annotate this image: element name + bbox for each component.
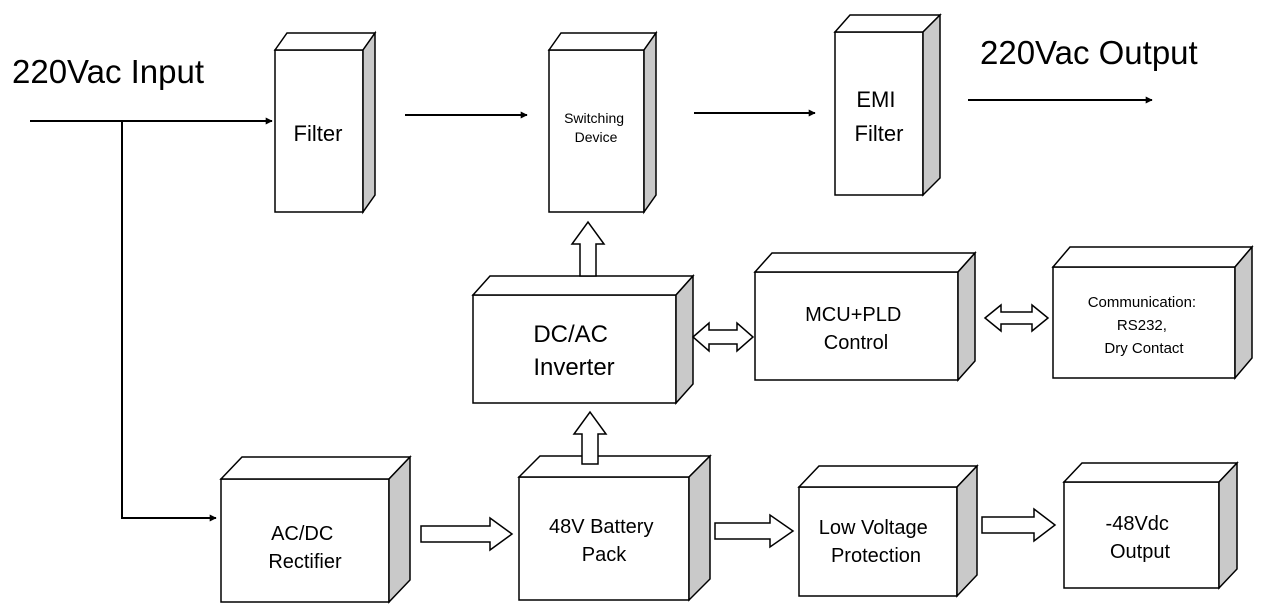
input-label: 220Vac Input <box>12 53 204 90</box>
inverter-mcu-double-hollow-arrow <box>691 321 755 353</box>
filter-label: Filter <box>294 121 343 146</box>
dc-output-label: -48Vdc Output <box>1106 513 1175 563</box>
mcu-comm-double-hollow-arrow <box>983 303 1050 333</box>
emi-filter-block: EMI Filter <box>833 13 942 197</box>
battery-pack-label: 48V Battery Pack <box>549 516 659 566</box>
low-voltage-protection-block: Low Voltage Protection <box>797 464 979 598</box>
battery-to-lvp-hollow-arrow <box>714 513 795 549</box>
emi-filter-label: EMI Filter <box>855 87 904 146</box>
dc-ac-inverter-label: DC/AC Inverter <box>533 321 614 381</box>
communication-block: Communication: RS232, Dry Contact <box>1051 244 1254 381</box>
mcu-pld-control-block: MCU+PLD Control <box>753 251 977 382</box>
inverter-to-switching-hollow-arrow <box>570 220 606 277</box>
output-label: 220Vac Output <box>980 34 1198 71</box>
switching-device-label: Switching Device <box>564 110 628 145</box>
filter-block: Filter <box>273 30 377 215</box>
dc-output-block: -48Vdc Output <box>1062 461 1239 590</box>
lvp-to-dc-output-hollow-arrow <box>981 507 1057 543</box>
switching-device-block: Switching Device <box>547 30 658 215</box>
ac-input-lines <box>30 96 1153 522</box>
low-voltage-protection-label: Low Voltage Protection <box>819 517 934 567</box>
dc-ac-inverter-block: DC/AC Inverter <box>471 274 695 405</box>
input-branch-to-rectifier-arrow <box>121 121 217 522</box>
ac-dc-rectifier-label: AC/DC Rectifier <box>268 523 342 573</box>
hollow-arrows <box>420 220 1057 552</box>
battery-to-inverter-hollow-arrow <box>572 410 608 465</box>
battery-pack-block: 48V Battery Pack <box>517 454 712 602</box>
ac-dc-rectifier-block: AC/DC Rectifier <box>219 455 412 604</box>
mcu-pld-control-label: MCU+PLD Control <box>805 304 907 354</box>
rectifier-to-battery-hollow-arrow <box>420 516 514 552</box>
communication-label: Communication: RS232, Dry Contact <box>1088 294 1201 357</box>
